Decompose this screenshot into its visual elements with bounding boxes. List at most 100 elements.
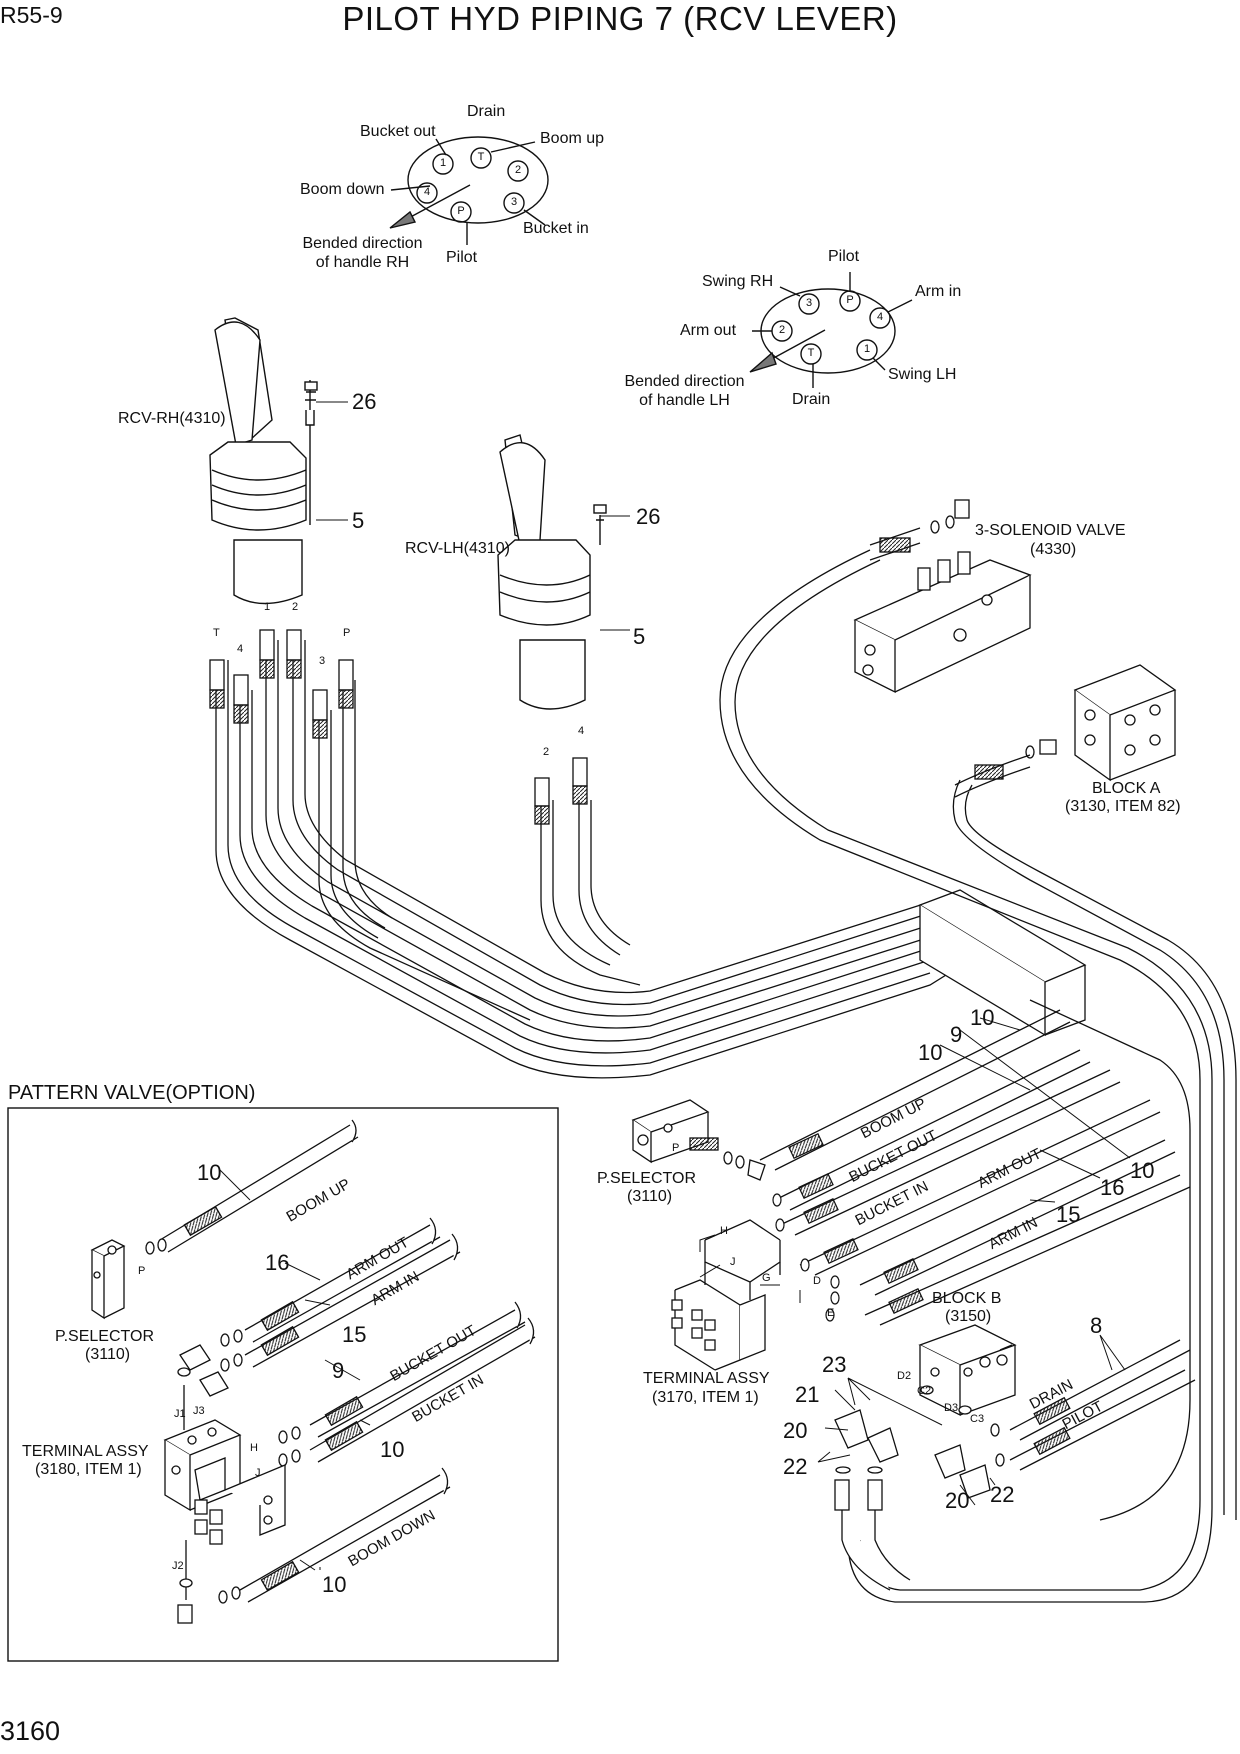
- rh-port-1: 1: [439, 157, 447, 169]
- callout-5-rh: 5: [352, 508, 365, 533]
- callout-10-right: 10: [1130, 1158, 1155, 1183]
- rh-hose-port-p: P: [343, 627, 351, 639]
- inset-port-p: P: [138, 1265, 146, 1277]
- inset-callout-10-bottom: 10: [322, 1572, 347, 1597]
- terminal-port-e: E: [827, 1307, 835, 1319]
- inset-terminal-number: (3180, ITEM 1): [35, 1461, 142, 1478]
- callout-20-left: 20: [783, 1418, 808, 1443]
- rh-hose-port-3: 3: [319, 655, 326, 667]
- terminal-hose-fittings: [772, 1133, 924, 1322]
- inset-p-selector-number: (3110): [85, 1346, 131, 1363]
- block-b-port-c3: C3: [970, 1413, 985, 1425]
- lh-label-drain: Drain: [792, 391, 831, 408]
- inset-port-j1: J1: [174, 1408, 186, 1420]
- rh-port-p: P: [457, 205, 465, 217]
- pattern-valve-inset-graphic: [90, 1119, 536, 1624]
- rh-port-diagram-graphic: [389, 136, 549, 245]
- callout-22-left: 22: [783, 1454, 808, 1479]
- callout-9: 9: [950, 1022, 963, 1047]
- p-selector-port-p: P: [672, 1142, 680, 1154]
- callout-5-lh: 5: [633, 624, 646, 649]
- rh-bend-note-1: Bended direction: [302, 235, 423, 252]
- callout-21: 21: [795, 1382, 820, 1407]
- rh-hose-port-4: 4: [237, 643, 244, 655]
- rh-label-drain: Drain: [467, 103, 506, 120]
- block-b-connectors: [834, 1339, 1196, 1591]
- lh-port-3: 3: [805, 297, 813, 309]
- solenoid-valve-graphic: [853, 499, 1032, 694]
- rcv-rh-lever-graphic: [209, 317, 318, 605]
- model-code: R55-9: [0, 2, 63, 28]
- callout-20-right: 20: [945, 1488, 970, 1513]
- leader-lines: [316, 401, 1131, 1506]
- callout-8: 8: [1090, 1313, 1103, 1338]
- inset-callout-10-mid: 10: [380, 1437, 405, 1462]
- solenoid-valve-number: (4330): [1030, 541, 1077, 558]
- inset-leader-lines: [219, 1169, 371, 1571]
- rh-label-boom-down: Boom down: [300, 181, 385, 198]
- lh-port-2: 2: [778, 324, 786, 336]
- terminal-port-j: J: [730, 1256, 736, 1268]
- rh-port-t: T: [477, 151, 485, 163]
- block-b-port-d2: D2: [897, 1370, 912, 1382]
- lh-label-arm-out: Arm out: [680, 322, 737, 339]
- callout-15: 15: [1056, 1202, 1081, 1227]
- lh-bend-note-2: of handle LH: [639, 392, 730, 409]
- callout-16: 16: [1100, 1175, 1125, 1200]
- rh-port-4: 4: [423, 186, 431, 198]
- inset-port-j3: J3: [193, 1405, 205, 1417]
- terminal-assy-number: (3170, ITEM 1): [652, 1389, 759, 1406]
- lh-label-swing-rh: Swing RH: [702, 273, 774, 290]
- inset-callout-16: 16: [265, 1250, 290, 1275]
- rcv-lh-lever-graphic: [497, 434, 607, 710]
- rcv-lh-label: RCV-LH(4310): [405, 540, 510, 557]
- block-a-number: (3130, ITEM 82): [1065, 798, 1181, 815]
- hose-clamp-block: [918, 889, 1087, 1037]
- inset-port-j2: J2: [172, 1560, 184, 1572]
- page-title: PILOT HYD PIPING 7 (RCV LEVER): [342, 0, 898, 37]
- solenoid-valve-label: 3-SOLENOID VALVE: [975, 522, 1126, 539]
- lh-label-swing-lh: Swing LH: [888, 366, 957, 383]
- p-selector-number: (3110): [627, 1188, 673, 1205]
- pattern-valve-inset-border: [7, 1107, 559, 1662]
- rh-bend-note-2: of handle RH: [315, 254, 410, 271]
- inset-p-selector-label: P.SELECTOR: [55, 1328, 155, 1345]
- block-b-label: BLOCK B: [932, 1290, 1002, 1307]
- block-a-label: BLOCK A: [1092, 780, 1161, 797]
- terminal-assy-main-graphic: [671, 1219, 781, 1371]
- p-selector-main-graphic: [631, 1099, 766, 1181]
- block-b-number: (3150): [945, 1308, 992, 1325]
- callout-23: 23: [822, 1352, 847, 1377]
- rh-port-3: 3: [510, 196, 518, 208]
- lh-hose-port-4: 4: [578, 725, 585, 737]
- callout-10-top: 10: [970, 1005, 995, 1030]
- block-b-port-c2: C2: [917, 1385, 932, 1397]
- terminal-port-g: G: [762, 1272, 771, 1284]
- rh-label-bucket-out: Bucket out: [360, 123, 436, 140]
- callout-22-right: 22: [990, 1482, 1015, 1507]
- terminal-port-d: D: [813, 1275, 821, 1287]
- lh-label-arm-in: Arm in: [915, 283, 962, 300]
- terminal-assy-label: TERMINAL ASSY: [643, 1370, 770, 1387]
- block-b-graphic: [918, 1324, 1017, 1417]
- rh-hose-fittings: [209, 629, 588, 825]
- inset-title: PATTERN VALVE(OPTION): [8, 1082, 256, 1104]
- callout-26-lh: 26: [636, 504, 661, 529]
- lh-hose-port-2: 2: [543, 746, 550, 758]
- lh-port-diagram-graphic: [749, 272, 913, 388]
- inset-port-h: H: [250, 1442, 258, 1454]
- right-loop-hoses: [719, 549, 1237, 1603]
- rcv-rh-label: RCV-RH(4310): [118, 410, 226, 427]
- block-a-graphic: [954, 664, 1177, 798]
- terminal-hoses: [759, 1009, 1191, 1326]
- lh-port-4: 4: [876, 311, 884, 323]
- hose-bundle: [215, 640, 971, 1079]
- page-number: 3160: [0, 1716, 61, 1746]
- p-selector-label: P.SELECTOR: [597, 1170, 697, 1187]
- inset-callout-10-top: 10: [197, 1160, 222, 1185]
- inset-terminal-label: TERMINAL ASSY: [22, 1443, 149, 1460]
- callout-26-rh: 26: [352, 389, 377, 414]
- rh-label-boom-up: Boom up: [540, 130, 605, 147]
- lh-port-t: T: [807, 347, 815, 359]
